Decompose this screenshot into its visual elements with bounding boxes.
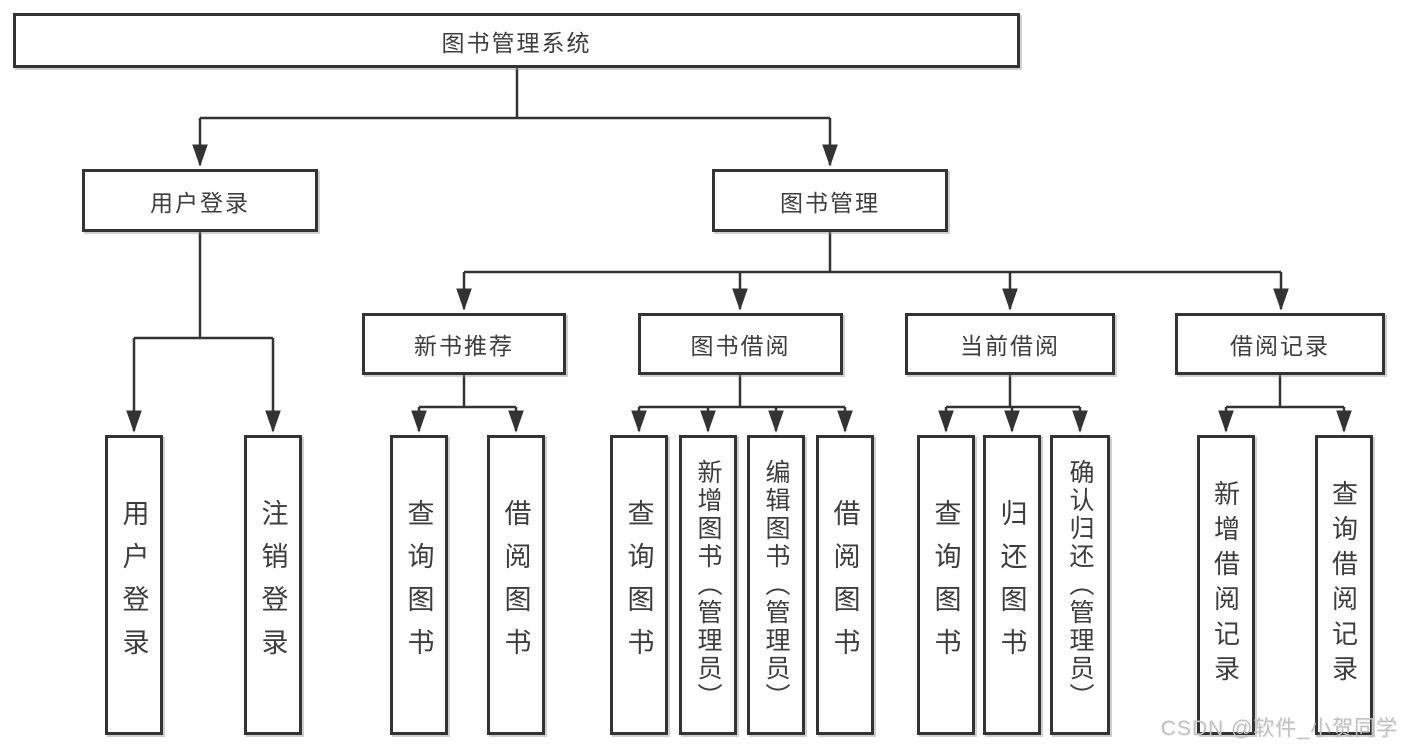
leaf-add-borrow-record: 新增借阅记录	[1197, 435, 1255, 735]
leaf-add-books-admin: 新增图书（管理员）	[679, 435, 737, 735]
node-user-login: 用户登录	[82, 169, 318, 232]
leaf-confirm-return-admin: 确认归还（管理员）	[1050, 435, 1110, 735]
node-borrowing-records: 借阅记录	[1175, 313, 1385, 375]
leaf-query-books-recommend: 查询图书	[390, 435, 448, 735]
csdn-watermark: CSDN @软件_小贺同学	[1160, 717, 1398, 740]
leaf-query-borrow-record: 查询借阅记录	[1315, 435, 1373, 735]
node-library-system: 图书管理系统	[13, 13, 1020, 68]
leaf-user-login: 用户登录	[105, 435, 163, 735]
node-book-management: 图书管理	[712, 169, 948, 232]
leaf-query-books-borrow: 查询图书	[610, 435, 668, 735]
leaf-query-books-current: 查询图书	[917, 435, 975, 735]
node-current-borrowing: 当前借阅	[905, 313, 1115, 375]
leaf-edit-books-admin: 编辑图书（管理员）	[747, 435, 805, 735]
node-new-book-recommend: 新书推荐	[362, 313, 566, 375]
leaf-return-books: 归还图书	[983, 435, 1041, 735]
leaf-logout: 注销登录	[244, 435, 302, 735]
node-book-borrowing: 图书借阅	[638, 313, 843, 375]
leaf-borrow-books-recommend: 借阅图书	[487, 435, 545, 735]
leaf-borrow-books: 借阅图书	[816, 435, 874, 735]
